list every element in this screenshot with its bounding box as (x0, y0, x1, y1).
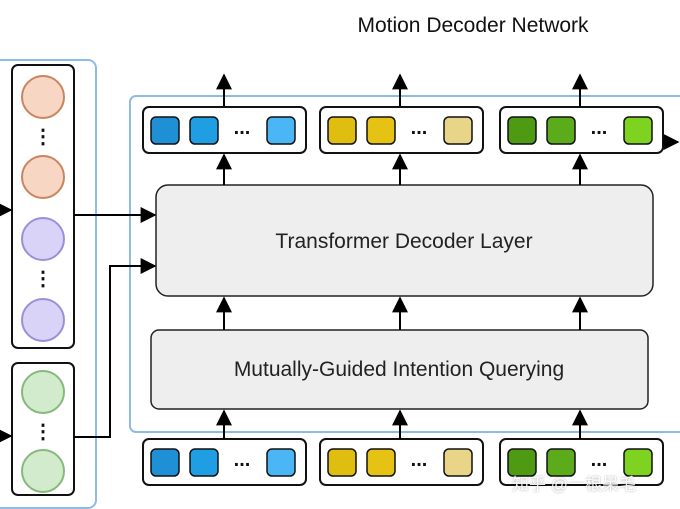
transformer-decoder-layer-label: Transformer Decoder Layer (275, 230, 532, 253)
lavender-query-circle-1 (21, 217, 65, 261)
ellipsis-blue-top: ... (234, 117, 251, 139)
input-token-green-2 (546, 448, 576, 477)
token-blue-1 (150, 116, 180, 145)
output-token-group-green: ... (499, 106, 664, 154)
token-blue-3 (266, 116, 296, 145)
vertical-ellipsis-lower: ⋮ (33, 421, 53, 443)
watermark: 知乎 @一根呆毛 (512, 475, 636, 494)
input-token-group-yellow: ... (319, 438, 484, 486)
lavender-query-circle-2 (21, 298, 65, 342)
token-green-2 (546, 116, 576, 145)
ellipsis-green-bottom: ... (591, 449, 608, 471)
input-token-blue-2 (189, 448, 219, 477)
input-token-yellow-2 (366, 448, 396, 477)
token-yellow-2 (366, 116, 396, 145)
output-token-group-yellow: ... (319, 106, 484, 154)
decoder-container (129, 95, 680, 433)
ellipsis-blue-bottom: ... (234, 449, 251, 471)
ellipsis-yellow-bottom: ... (411, 449, 428, 471)
output-token-group-blue: ... (142, 106, 307, 154)
mint-query-circle-2 (21, 449, 65, 493)
input-token-green-3 (623, 448, 653, 477)
vertical-ellipsis-upper-1: ⋮ (33, 126, 53, 148)
diagram-title: Motion Decoder Network (357, 14, 589, 37)
left-container (0, 59, 97, 509)
input-token-group-blue: ... (142, 438, 307, 486)
transformer-decoder-layer (155, 184, 654, 297)
token-yellow-1 (327, 116, 357, 145)
input-token-blue-3 (266, 448, 296, 477)
vertical-ellipsis-upper-2: ⋮ (33, 268, 53, 290)
input-token-group-green: ... (499, 438, 664, 486)
ellipsis-green-top: ... (591, 117, 608, 139)
mint-query-circle-1 (21, 370, 65, 414)
arrow-lower-column-to-decoder (74, 258, 157, 438)
peach-query-circle-2 (21, 155, 65, 199)
intention-querying-layer-label: Mutually-Guided Intention Querying (234, 358, 564, 381)
input-token-yellow-1 (327, 448, 357, 477)
token-green-3 (623, 116, 653, 145)
input-token-green-1 (507, 448, 537, 477)
input-token-blue-1 (150, 448, 180, 477)
ellipsis-yellow-top: ... (411, 117, 428, 139)
token-green-1 (507, 116, 537, 145)
token-blue-2 (189, 116, 219, 145)
token-yellow-3 (443, 116, 473, 145)
input-token-yellow-3 (443, 448, 473, 477)
peach-query-circle-1 (21, 75, 65, 119)
